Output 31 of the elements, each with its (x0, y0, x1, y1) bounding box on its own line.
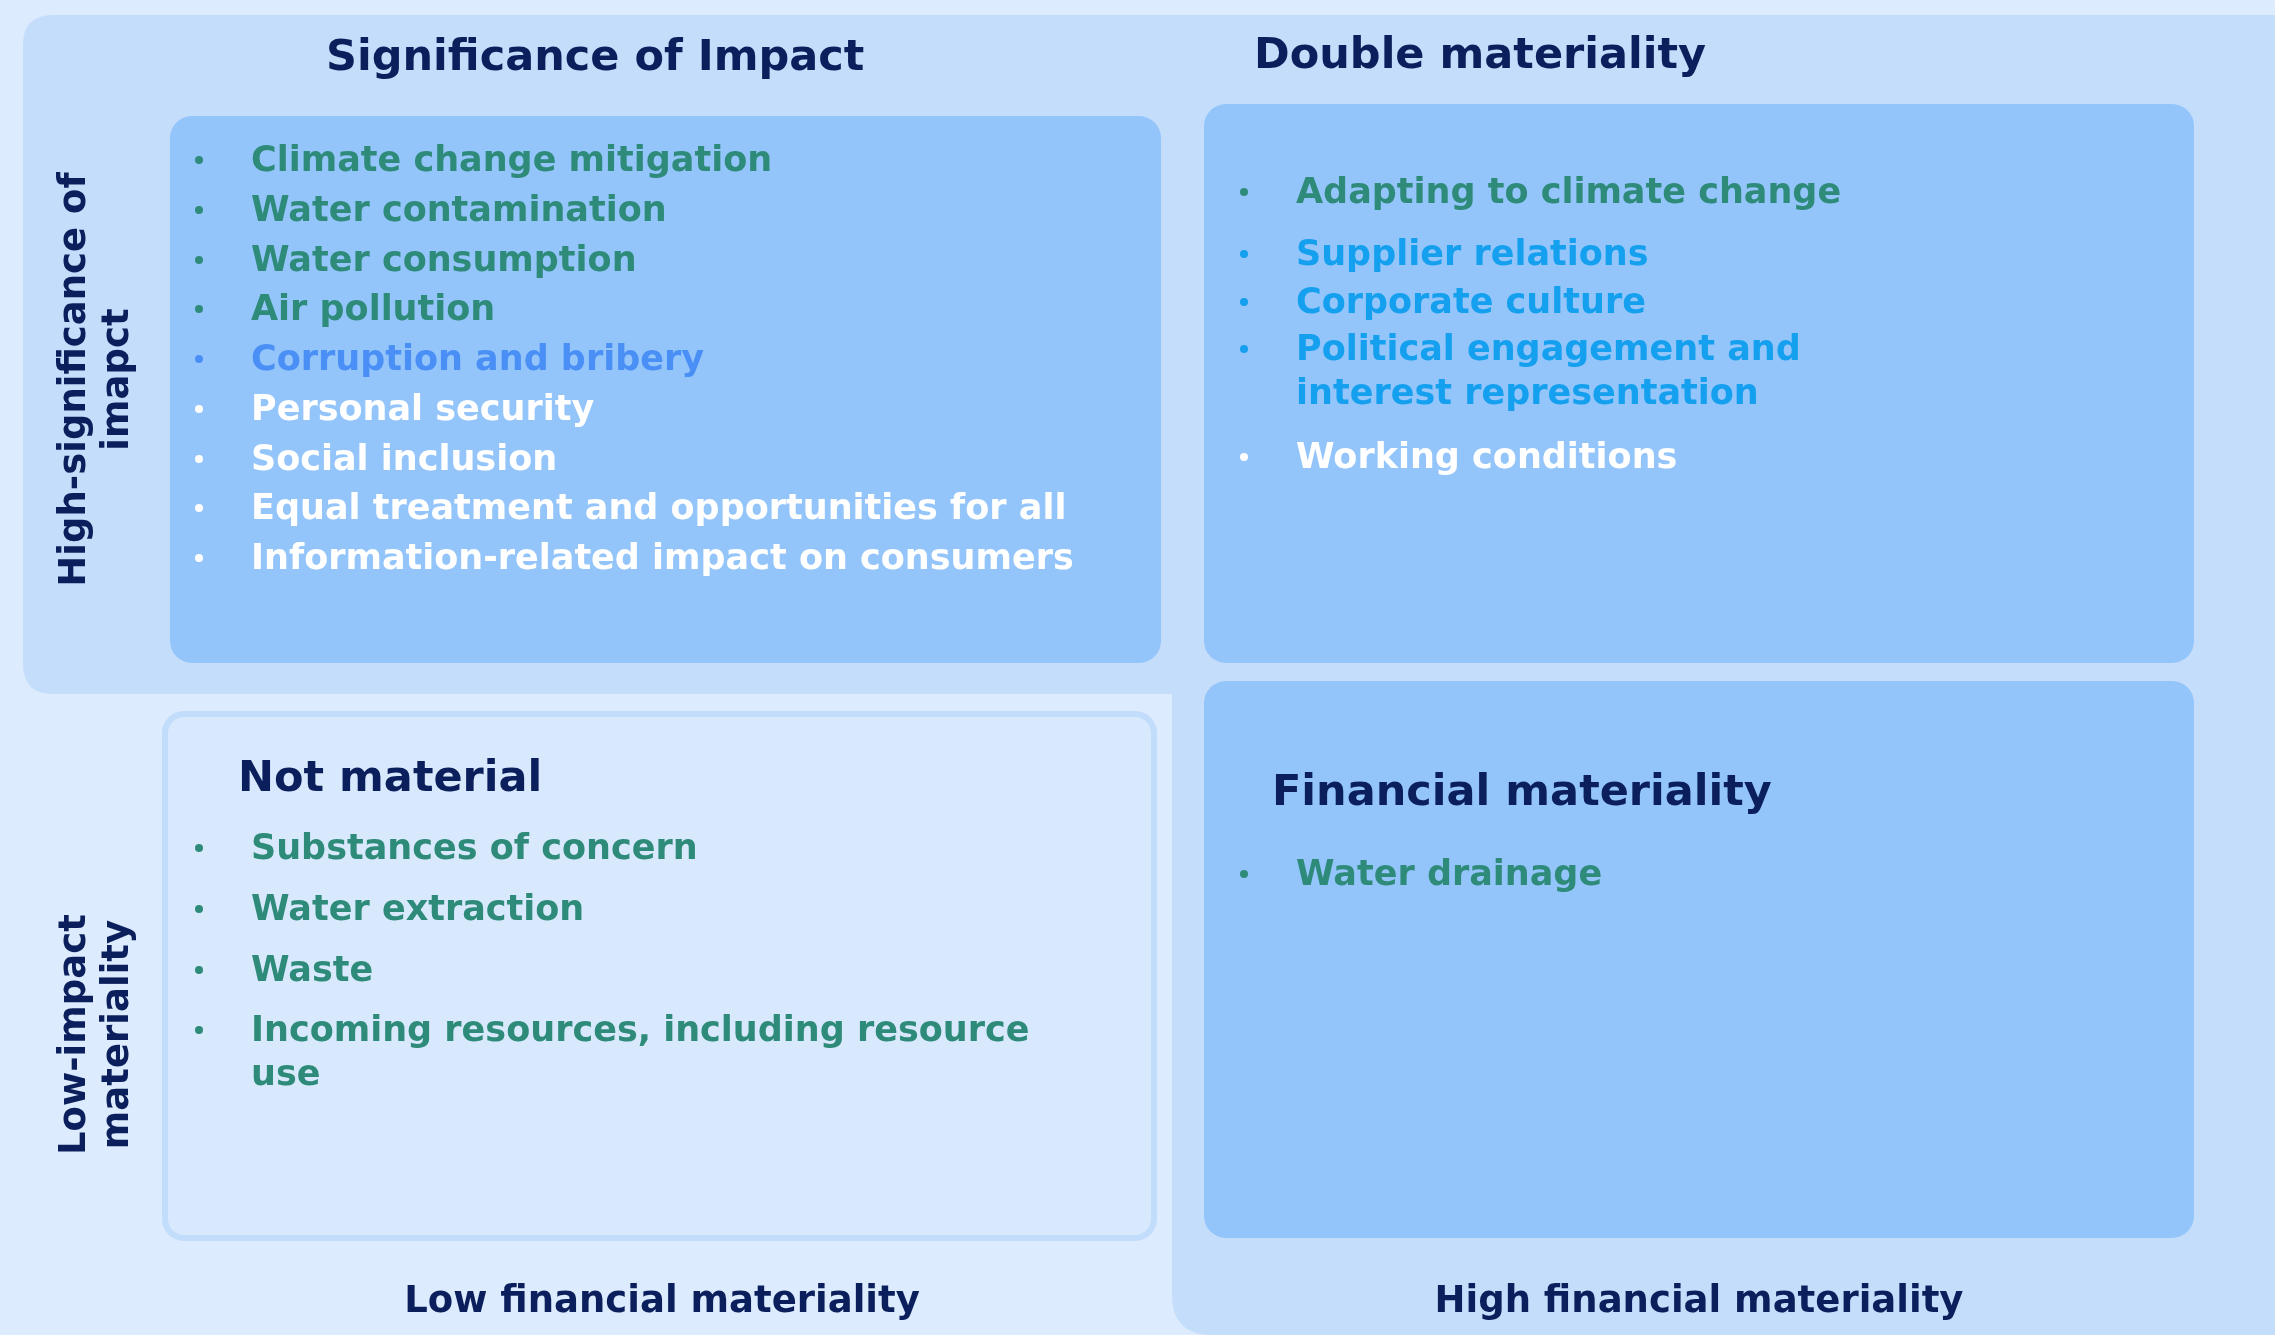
quadrant-box (170, 116, 1161, 663)
list-item: Political engagement and interest representation (1296, 327, 1802, 414)
list-item: Substances of concern (251, 826, 698, 869)
quadrant-box (1204, 681, 2194, 1238)
quadrant-heading: Significance of Impact (326, 30, 865, 82)
list-item: Corporate culture (1296, 279, 1646, 323)
list-item: Climate change mitigation (251, 138, 773, 181)
list-item: Incoming resources, including resource use (251, 1008, 1031, 1095)
list-item: Water contamination (251, 187, 667, 231)
axis-label: Low-impact materiality (52, 913, 138, 1158)
axis-label: High financial materiality (1434, 1278, 1964, 1322)
list-item: Water consumption (251, 237, 637, 281)
list-item: Corruption and bribery (251, 337, 705, 380)
quadrant-box (1204, 104, 2194, 663)
list-item: Water drainage (1296, 852, 1603, 895)
axis-label: High-significance of imapct (52, 171, 138, 590)
list-item: Waste (251, 947, 374, 991)
list-item: Supplier relations (1296, 231, 1649, 275)
axis-label: Low financial materiality (404, 1278, 920, 1322)
quadrant-heading: Double materiality (1254, 28, 1707, 80)
list-item: Equal treatment and opportunities for all (251, 486, 1067, 530)
list-item: Water extraction (251, 886, 585, 930)
list-item: Air pollution (251, 287, 496, 331)
list-item: Working conditions (1296, 434, 1678, 478)
quadrant-heading: Not material (238, 751, 543, 803)
quadrant-box (162, 711, 1157, 1241)
list-item: Adapting to climate change (1296, 170, 1842, 213)
list-item: Personal security (251, 386, 595, 430)
quadrant-heading: Financial materiality (1272, 765, 1772, 817)
list-item: Social inclusion (251, 436, 558, 480)
list-item: Information-related impact on consumers (251, 536, 1074, 579)
